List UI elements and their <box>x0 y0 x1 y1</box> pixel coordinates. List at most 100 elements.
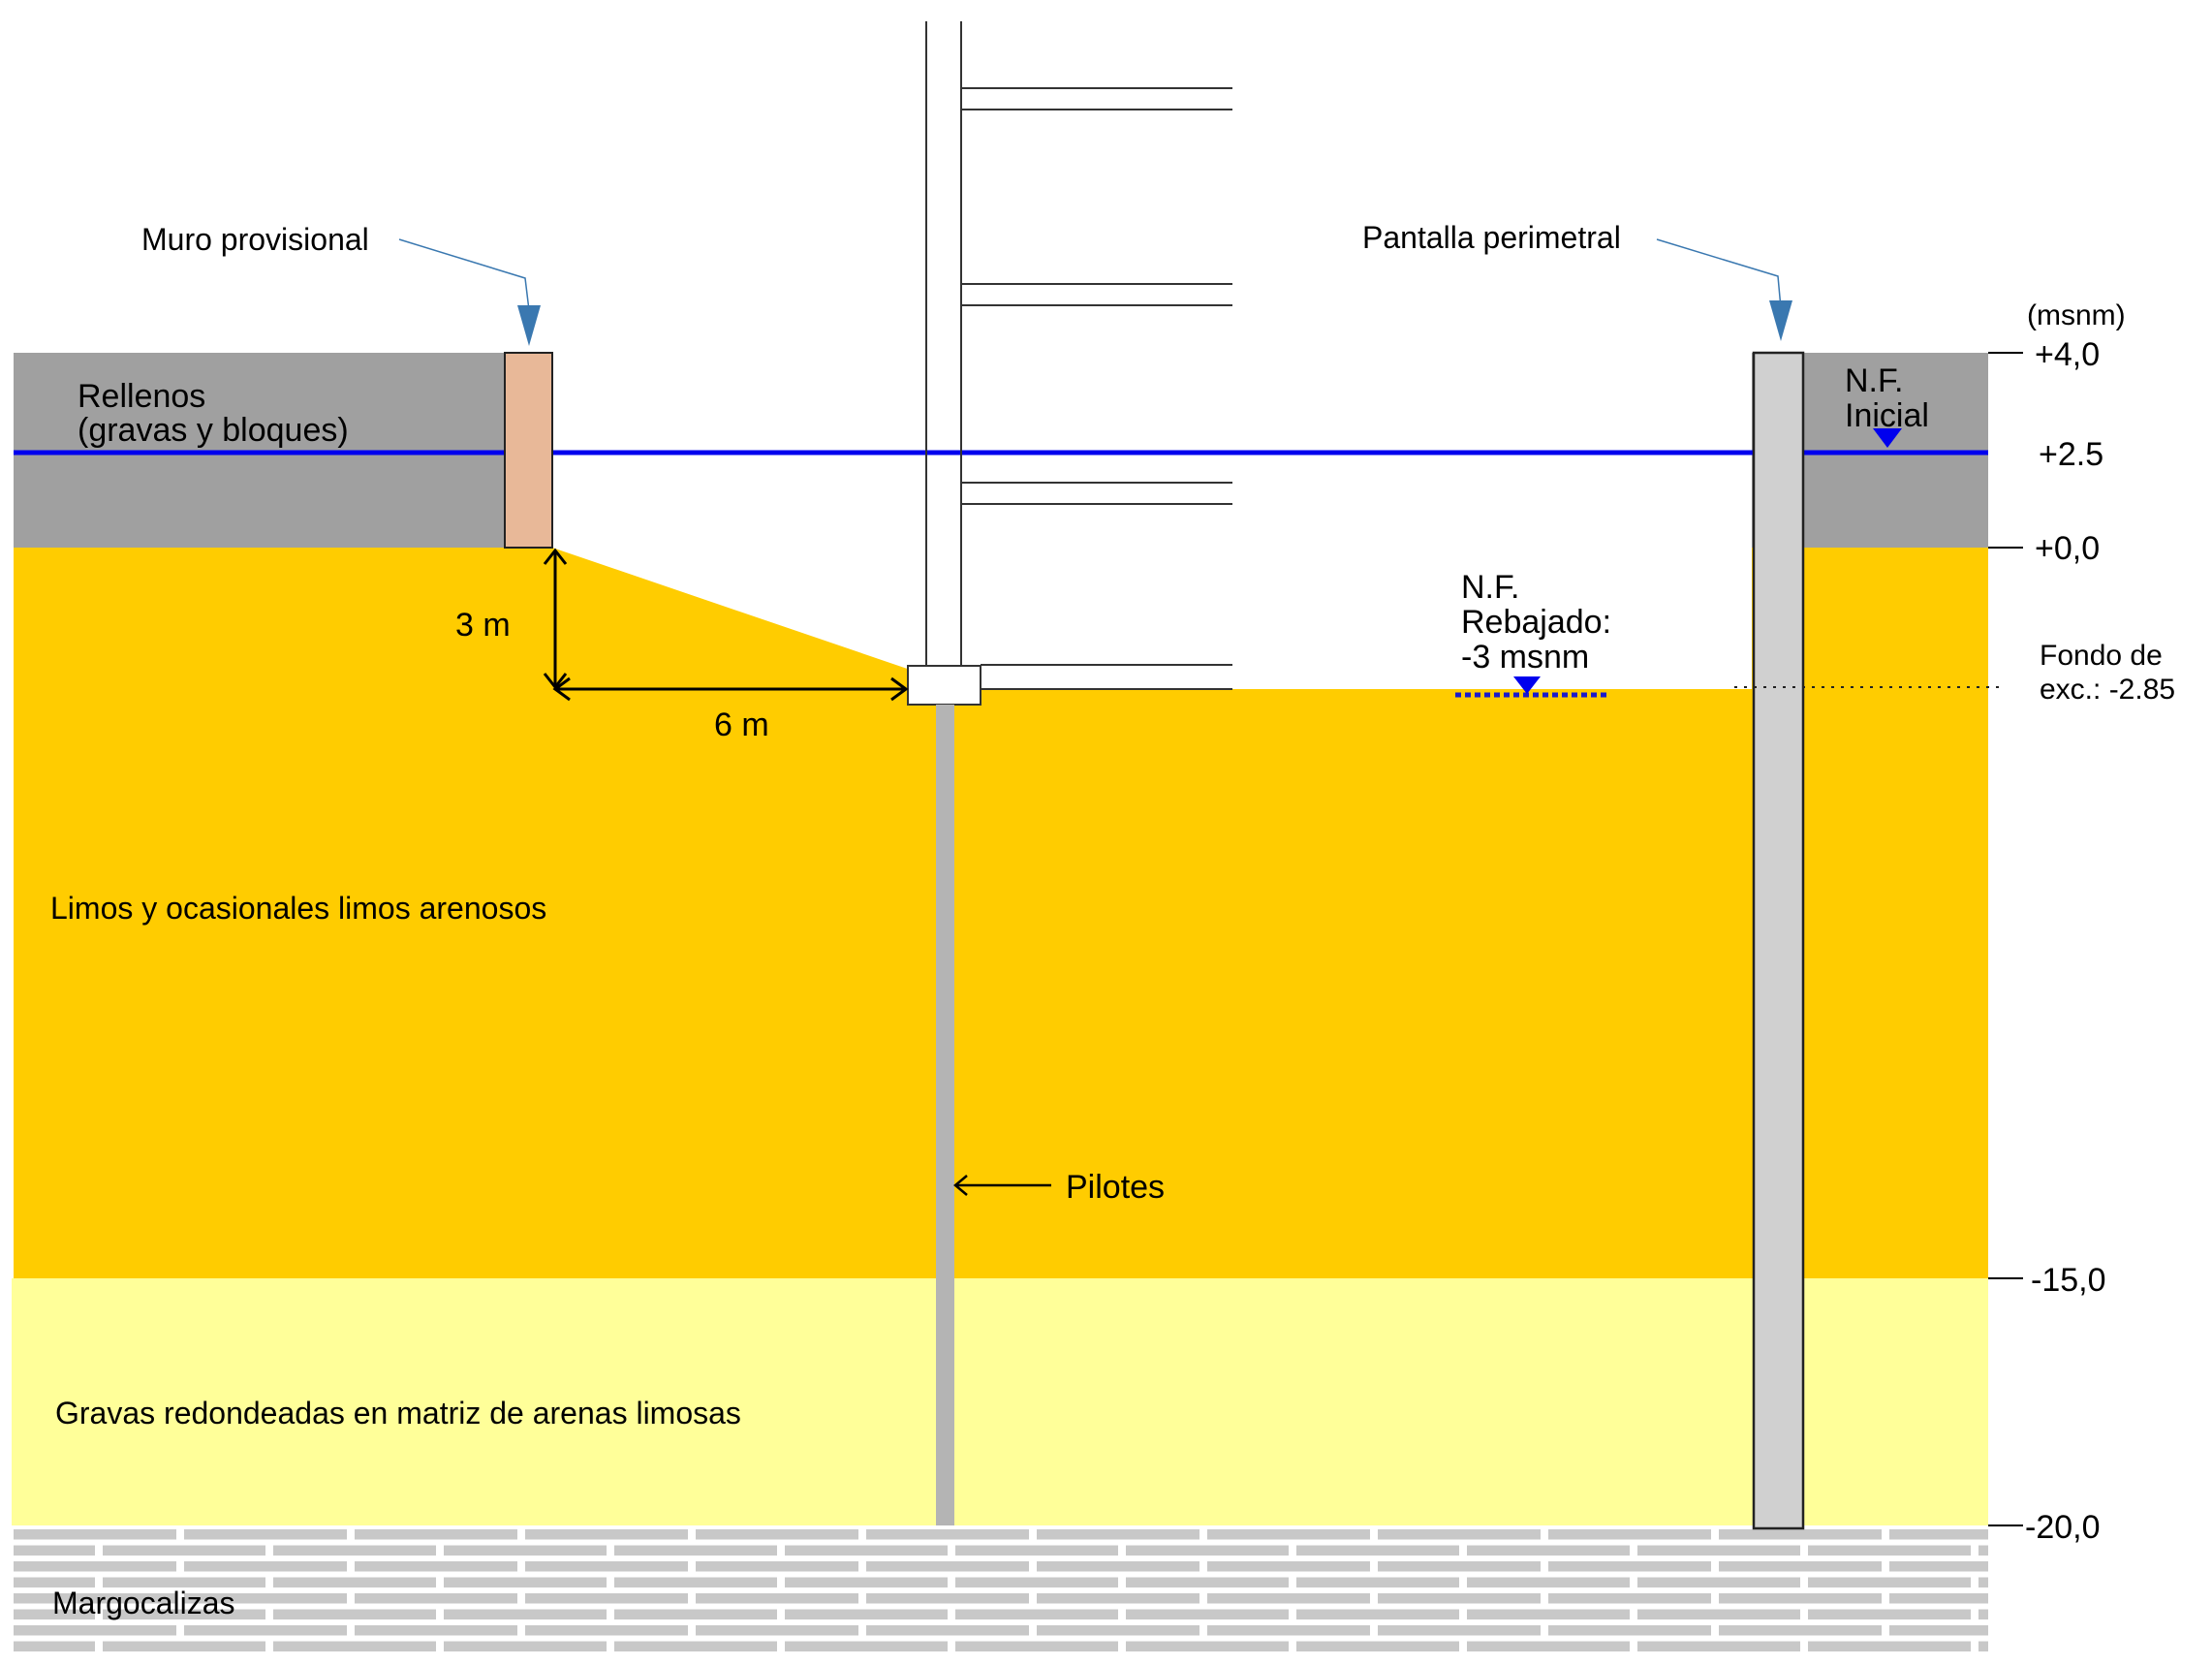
margocalizas-brick <box>1207 1561 1370 1572</box>
margocalizas-brick <box>866 1529 1029 1540</box>
margocalizas-brick <box>1207 1593 1370 1604</box>
pile-cap <box>907 665 981 706</box>
margocalizas-brick <box>866 1561 1029 1572</box>
nf-inicial-sublabel: Inicial <box>1845 397 1929 434</box>
margocalizas-brick <box>1637 1545 1800 1556</box>
margocalizas-brick <box>103 1609 265 1619</box>
margocalizas-brick <box>1467 1577 1630 1587</box>
margocalizas-brick <box>103 1641 265 1651</box>
dim-horizontal-label: 6 m <box>714 707 769 743</box>
margocalizas-brick <box>1207 1625 1370 1636</box>
margocalizas-brick <box>614 1641 777 1651</box>
margocalizas-brick <box>1889 1593 1988 1604</box>
pantalla-perimetral <box>1752 351 1805 1530</box>
margocalizas-brick <box>1637 1609 1800 1619</box>
gravas-label: Gravas redondeadas en matriz de arenas l… <box>55 1396 741 1430</box>
margocalizas-brick <box>1719 1625 1882 1636</box>
margocalizas-brick <box>1378 1561 1541 1572</box>
margocalizas-brick <box>1037 1529 1199 1540</box>
margocalizas-brick <box>785 1609 948 1619</box>
margocalizas-brick <box>14 1577 95 1587</box>
margocalizas-brick <box>785 1545 948 1556</box>
margocalizas-brick <box>14 1561 176 1572</box>
margocalizas-brick <box>785 1577 948 1587</box>
building-structure <box>925 21 1232 690</box>
elevation-tick-label-0: +0,0 <box>2035 530 2100 567</box>
margocalizas-brick <box>1296 1577 1459 1587</box>
margocalizas-brick <box>14 1609 95 1619</box>
margocalizas-brick <box>955 1609 1118 1619</box>
margocalizas-brick <box>1037 1561 1199 1572</box>
margocalizas-brick <box>184 1529 347 1540</box>
muro-callout-arrowhead <box>517 305 541 346</box>
margocalizas-brick <box>355 1625 517 1636</box>
margocalizas-brick <box>103 1545 265 1556</box>
pilotes-arrow <box>953 1175 1051 1196</box>
margocalizas-brick <box>1808 1545 1971 1556</box>
margocalizas-brick <box>14 1593 176 1604</box>
elevation-tick-label-15: -15,0 <box>2031 1262 2106 1299</box>
elevation-tick-label-2-5: +2.5 <box>2039 436 2103 473</box>
margocalizas-brick <box>1978 1545 1988 1556</box>
margocalizas-brick <box>355 1561 517 1572</box>
margocalizas-brick <box>1548 1529 1711 1540</box>
dimension-arrows <box>543 548 909 702</box>
margocalizas-brick <box>696 1625 858 1636</box>
margocalizas-brick <box>184 1561 347 1572</box>
muro-provisional <box>504 352 553 549</box>
margocalizas-brick <box>1808 1577 1971 1587</box>
fondo-excavacion-label-2: exc.: -2.85 <box>2040 674 2175 706</box>
margocalizas-brick <box>14 1545 95 1556</box>
margocalizas-brick <box>1378 1593 1541 1604</box>
margocalizas-brick <box>955 1545 1118 1556</box>
margocalizas-brick <box>1548 1561 1711 1572</box>
margocalizas-brick <box>1978 1609 1988 1619</box>
margocalizas-brick <box>1719 1529 1882 1540</box>
nf-rebajado-label-3: -3 msnm <box>1461 639 1589 676</box>
margocalizas-brick <box>614 1577 777 1587</box>
margocalizas-brick <box>273 1609 436 1619</box>
margocalizas-brick <box>955 1577 1118 1587</box>
margocalizas-brick <box>1889 1625 1988 1636</box>
callout-leaders <box>398 238 1782 311</box>
margocalizas-hatch <box>14 1529 1988 1651</box>
margocalizas-brick <box>525 1529 688 1540</box>
margocalizas-brick <box>696 1529 858 1540</box>
nf-inicial-label: N.F. <box>1845 362 1903 399</box>
rellenos-label: Rellenos <box>78 378 205 415</box>
elevation-ticks <box>1988 352 2023 1526</box>
margocalizas-brick <box>184 1625 347 1636</box>
margocalizas-brick <box>1548 1593 1711 1604</box>
margocalizas-brick <box>14 1529 176 1540</box>
margocalizas-brick <box>444 1577 607 1587</box>
margocalizas-brick <box>1467 1609 1630 1619</box>
margocalizas-brick <box>1889 1529 1988 1540</box>
margocalizas-brick <box>184 1593 347 1604</box>
margocalizas-brick <box>1467 1641 1630 1651</box>
margocalizas-brick <box>1378 1625 1541 1636</box>
margocalizas-brick <box>1978 1577 1988 1587</box>
excavation-area <box>552 353 1752 689</box>
margocalizas-brick <box>785 1641 948 1651</box>
margocalizas-brick <box>1378 1529 1541 1540</box>
margocalizas-brick <box>1808 1609 1971 1619</box>
margocalizas-brick <box>1207 1529 1370 1540</box>
margocalizas-brick <box>444 1609 607 1619</box>
margocalizas-brick <box>14 1641 95 1651</box>
fondo-excavacion-label-1: Fondo de <box>2040 640 2163 672</box>
pilote <box>936 705 954 1525</box>
dim-vertical-label: 3 m <box>455 607 511 644</box>
margocalizas-brick <box>1637 1641 1800 1651</box>
margocalizas-brick <box>1126 1609 1289 1619</box>
muro-provisional-label: Muro provisional <box>141 222 369 257</box>
nf-rebajado-label-1: N.F. <box>1461 569 1519 606</box>
pantalla-callout-arrowhead <box>1769 300 1792 341</box>
elevation-tick-label-20: -20,0 <box>2025 1509 2101 1546</box>
margocalizas-brick <box>525 1625 688 1636</box>
margocalizas-brick <box>14 1625 176 1636</box>
pantalla-perimetral-label: Pantalla perimetral <box>1362 220 1621 255</box>
margocalizas-brick <box>273 1545 436 1556</box>
margocalizas-brick <box>1719 1561 1882 1572</box>
